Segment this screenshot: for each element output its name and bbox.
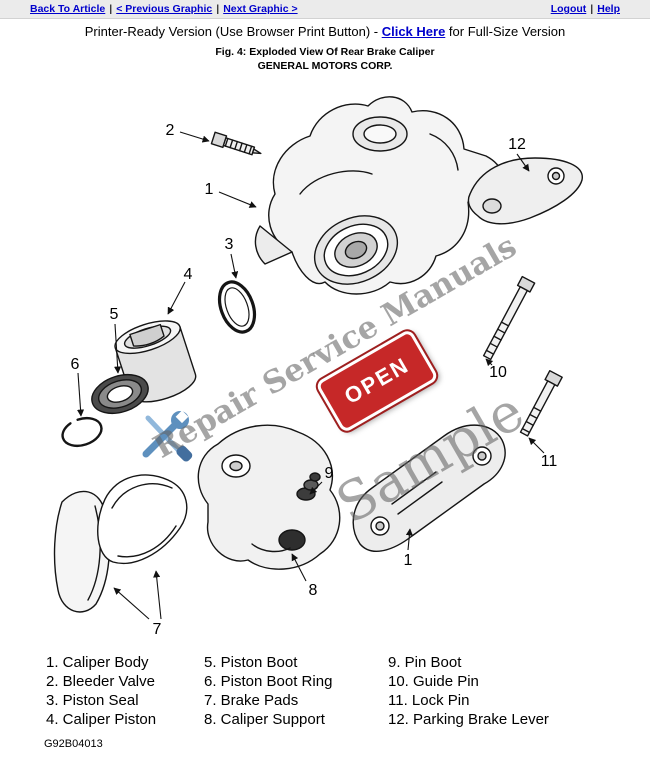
legend-item: 3. Piston Seal — [46, 692, 139, 709]
printer-ready-line: Printer-Ready Version (Use Browser Print… — [0, 24, 650, 39]
lock-pin-shape — [519, 369, 563, 437]
legend-item: 9. Pin Boot — [388, 654, 462, 671]
caliper-body-shape — [254, 96, 504, 295]
callout-8: 8 — [309, 582, 318, 599]
top-nav-bar: Back To Article | < Previous Graphic | N… — [0, 0, 650, 19]
printer-ready-text: Printer-Ready Version (Use Browser Print… — [84, 24, 382, 39]
legend-item: 10. Guide Pin — [388, 673, 479, 690]
callout-2: 2 — [166, 122, 175, 139]
previous-graphic-link[interactable]: < Previous Graphic — [116, 3, 213, 15]
caliper-support-right-shape — [352, 424, 506, 552]
nav-separator: | — [109, 3, 113, 15]
back-to-article-link[interactable]: Back To Article — [30, 3, 106, 15]
callout-6: 6 — [71, 356, 80, 373]
caliper-support-shape — [197, 424, 341, 570]
full-size-version-link[interactable]: Click Here — [381, 24, 446, 39]
nav-separator: | — [590, 3, 594, 15]
nav-left-group: Back To Article | < Previous Graphic | N… — [30, 3, 298, 15]
callout-7: 7 — [153, 621, 162, 638]
next-graphic-link[interactable]: Next Graphic > — [223, 3, 298, 15]
legend-item: 5. Piston Boot — [204, 654, 298, 671]
callout-12: 12 — [508, 136, 526, 153]
legend-item: 4. Caliper Piston — [46, 711, 157, 728]
legend-item: 12. Parking Brake Lever — [388, 711, 549, 728]
callout-1b: 1 — [404, 552, 413, 569]
parking-brake-lever-shape — [467, 157, 583, 225]
legend-column-3: 9. Pin Boot 10. Guide Pin 11. Lock Pin 1… — [388, 653, 650, 729]
figure-code: G92B04013 — [44, 738, 103, 750]
legend-item: 1. Caliper Body — [46, 654, 149, 671]
printer-ready-suffix: for Full-Size Version — [445, 24, 566, 39]
callout-numbers: 2 1 12 3 4 5 6 7 8 9 10 11 1 — [71, 122, 558, 638]
callout-leader-lines — [76, 131, 545, 620]
exploded-view-diagram: 2 1 12 3 4 5 6 7 8 9 10 11 1 — [53, 96, 583, 638]
callout-11: 11 — [541, 453, 558, 470]
callout-5: 5 — [110, 306, 119, 323]
nav-right-group: Logout | Help — [551, 3, 620, 15]
callout-9: 9 — [325, 465, 334, 482]
legend-item: 2. Bleeder Valve — [46, 673, 155, 690]
legend-item: 11. Lock Pin — [388, 692, 470, 709]
callout-3: 3 — [225, 236, 234, 253]
callout-10: 10 — [489, 364, 507, 381]
diagram-area: 2 1 12 3 4 5 6 7 8 9 10 11 1 Repair Serv… — [0, 74, 650, 649]
nav-separator: | — [216, 3, 220, 15]
guide-pin-shape — [482, 275, 536, 361]
brake-pads-shape — [53, 474, 188, 613]
help-link[interactable]: Help — [597, 3, 620, 15]
callout-4: 4 — [184, 266, 193, 283]
legend-column-2: 5. Piston Boot 6. Piston Boot Ring 7. Br… — [204, 653, 388, 729]
logout-link[interactable]: Logout — [550, 3, 587, 15]
legend-item: 7. Brake Pads — [204, 692, 299, 709]
figure-caption: Fig. 4: Exploded View Of Rear Brake Cali… — [215, 46, 435, 58]
legend-item: 6. Piston Boot Ring — [204, 673, 333, 690]
bleeder-valve-shape — [210, 131, 262, 156]
piston-boot-ring-shape — [61, 416, 103, 448]
parts-legend: 1. Caliper Body 2. Bleeder Valve 3. Pist… — [46, 653, 650, 729]
legend-column-1: 1. Caliper Body 2. Bleeder Valve 3. Pist… — [46, 653, 204, 729]
piston-boot-shape — [91, 373, 149, 415]
legend-item: 8. Caliper Support — [204, 711, 325, 728]
callout-1: 1 — [205, 181, 214, 198]
piston-seal-shape — [217, 280, 257, 334]
company-name: GENERAL MOTORS CORP. — [257, 60, 393, 72]
